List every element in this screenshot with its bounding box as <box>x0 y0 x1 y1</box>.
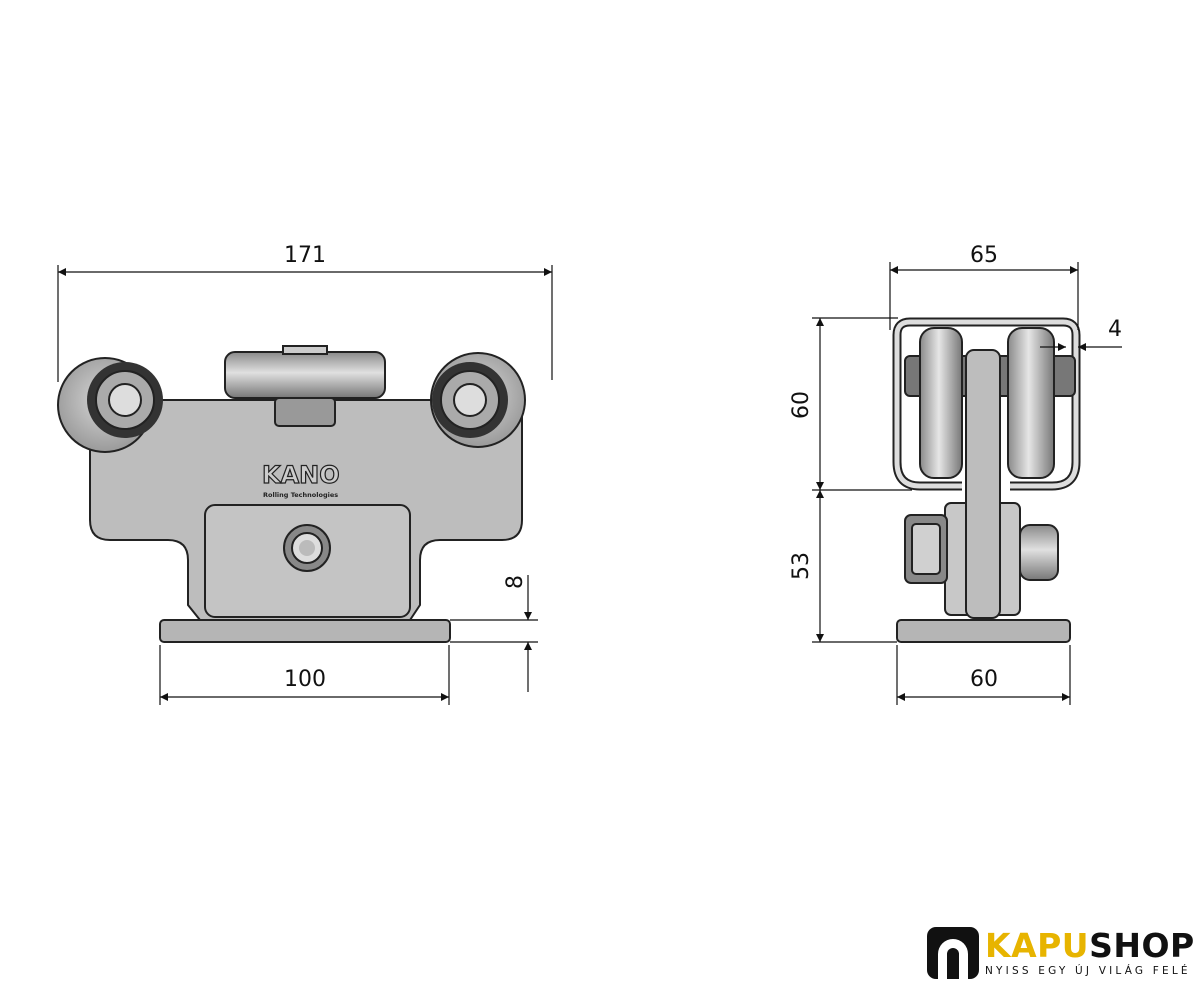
right-wheel <box>430 352 526 448</box>
dim-lower-height: 53 <box>789 552 814 580</box>
dim-gap: 4 <box>1108 317 1122 342</box>
side-wheel-left <box>919 327 963 479</box>
door-arch-icon <box>927 927 979 979</box>
top-roller <box>224 351 386 399</box>
axle-pin <box>1019 524 1059 581</box>
logo-brand-b: SHOP <box>1089 926 1195 965</box>
part-brand: KANO <box>262 461 340 489</box>
hinge-link <box>965 349 1001 619</box>
logo-brand-a: KAPU <box>985 926 1090 965</box>
kapushop-logo: KAPUSHOP NYISS EGY ÚJ VILÁG FELÉ <box>927 927 1195 979</box>
part-tagline: Rolling Technologies <box>263 491 338 499</box>
left-wheel <box>57 357 163 453</box>
side-view: 65 4 60 53 60 <box>789 243 1122 705</box>
side-wheel-right <box>1007 327 1055 479</box>
bolt-icon <box>283 524 331 572</box>
dim-side-base: 60 <box>970 667 998 692</box>
dim-upper-height: 60 <box>789 391 814 419</box>
dim-side-width: 65 <box>970 243 998 268</box>
dim-front-width: 171 <box>284 243 326 268</box>
dim-front-base: 100 <box>284 667 326 692</box>
dim-plate-thickness: 8 <box>503 575 528 589</box>
logo-tagline: NYISS EGY ÚJ VILÁG FELÉ <box>985 965 1191 977</box>
front-view: KANO Rolling Technologies 171 100 8 <box>57 243 553 705</box>
side-base-plate <box>896 619 1071 643</box>
base-plate <box>159 619 451 643</box>
